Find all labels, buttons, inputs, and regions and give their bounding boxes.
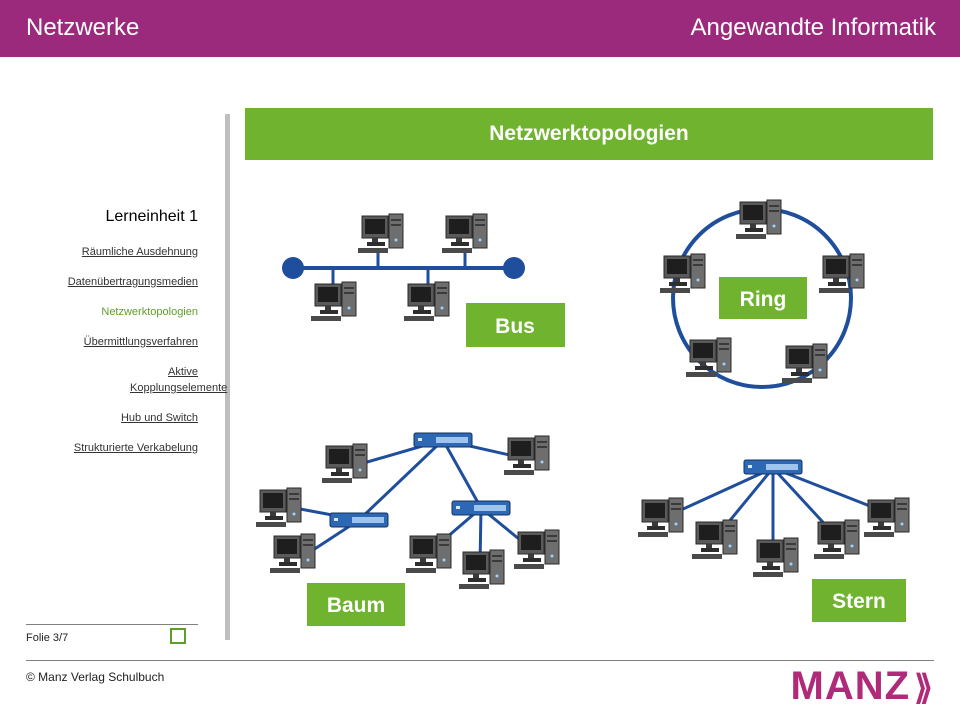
computer-icon <box>691 519 738 560</box>
computer-icon <box>255 487 302 528</box>
header-left-title: Netzwerke <box>26 14 140 41</box>
header-right-title: Angewandte Informatik <box>690 14 936 41</box>
baum-label-box <box>307 583 405 626</box>
computer-icon <box>405 533 452 574</box>
bus-terminator-left-icon <box>282 257 304 279</box>
computer-icon <box>458 549 505 590</box>
sidebar-item-hub-und-switch[interactable]: Hub und Switch <box>120 412 198 424</box>
sidebar-item-aktive-kopplungselemente[interactable]: Aktive Kopplungselemente <box>130 366 228 394</box>
baum-label: Baum <box>327 594 385 617</box>
switch-icon <box>329 512 389 528</box>
stern-label-box <box>812 579 906 622</box>
computer-icon <box>269 533 316 574</box>
computer-icon <box>321 443 368 484</box>
bus-label-box <box>466 303 565 347</box>
manz-logo-text: MANZ <box>790 664 911 708</box>
header-bar: Netzwerke Angewandte Informatik <box>0 0 960 57</box>
ring-label-box <box>719 277 807 319</box>
computer-icon <box>863 497 910 538</box>
stern-label: Stern <box>832 590 886 613</box>
sidebar-item-strukturierte-verkabelung[interactable]: Strukturierte Verkabelung <box>73 442 198 454</box>
computer-icon <box>513 529 560 570</box>
computer-icon <box>752 537 799 578</box>
ring-label: Ring <box>740 288 787 311</box>
folie-divider <box>26 624 198 625</box>
computer-icon <box>357 213 404 254</box>
computer-icon <box>310 281 357 322</box>
sidebar: Lerneinheit 1 Räumliche Ausdehnung Daten… <box>20 208 228 470</box>
switch-icon <box>413 432 473 448</box>
sidebar-item-datenuebertragungsmedien[interactable]: Datenübertragungsmedien <box>67 276 198 288</box>
computer-icon <box>735 199 782 240</box>
sidebar-divider <box>225 114 230 640</box>
switch-icon <box>451 500 511 516</box>
sidebar-item-raeumliche-ausdehnung[interactable]: Räumliche Ausdehnung <box>81 246 198 258</box>
computer-icon <box>818 253 865 294</box>
star-topology: Stern <box>637 459 910 622</box>
copyright-text: © Manz Verlag Schulbuch <box>26 670 165 684</box>
home-button[interactable] <box>170 628 186 644</box>
footer-divider <box>26 660 934 661</box>
bus-terminator-right-icon <box>503 257 525 279</box>
tree-topology: Baum <box>255 432 560 626</box>
sidebar-item-uebermittlungsverfahren[interactable]: Übermittlungsverfahren <box>83 336 198 348</box>
computer-icon <box>813 519 860 560</box>
ring-topology: Ring <box>659 199 865 389</box>
bus-topology: Bus <box>282 213 565 347</box>
computer-icon <box>637 497 684 538</box>
sidebar-item-netzwerktopologien[interactable]: Netzwerktopologien <box>101 306 198 318</box>
computer-icon <box>503 435 550 476</box>
manz-swoosh-icon: ⟫ <box>914 669 934 707</box>
topology-banner: Netzwerktopologien <box>245 108 933 160</box>
slide-counter: Folie 3/7 <box>26 632 69 644</box>
sidebar-title: Lerneinheit 1 <box>105 208 198 225</box>
computer-icon <box>659 253 706 294</box>
switch-icon <box>743 459 803 475</box>
bus-label: Bus <box>495 315 535 338</box>
computer-icon <box>441 213 488 254</box>
manz-logo: MANZ⟫ <box>791 664 934 709</box>
computer-icon <box>403 281 450 322</box>
